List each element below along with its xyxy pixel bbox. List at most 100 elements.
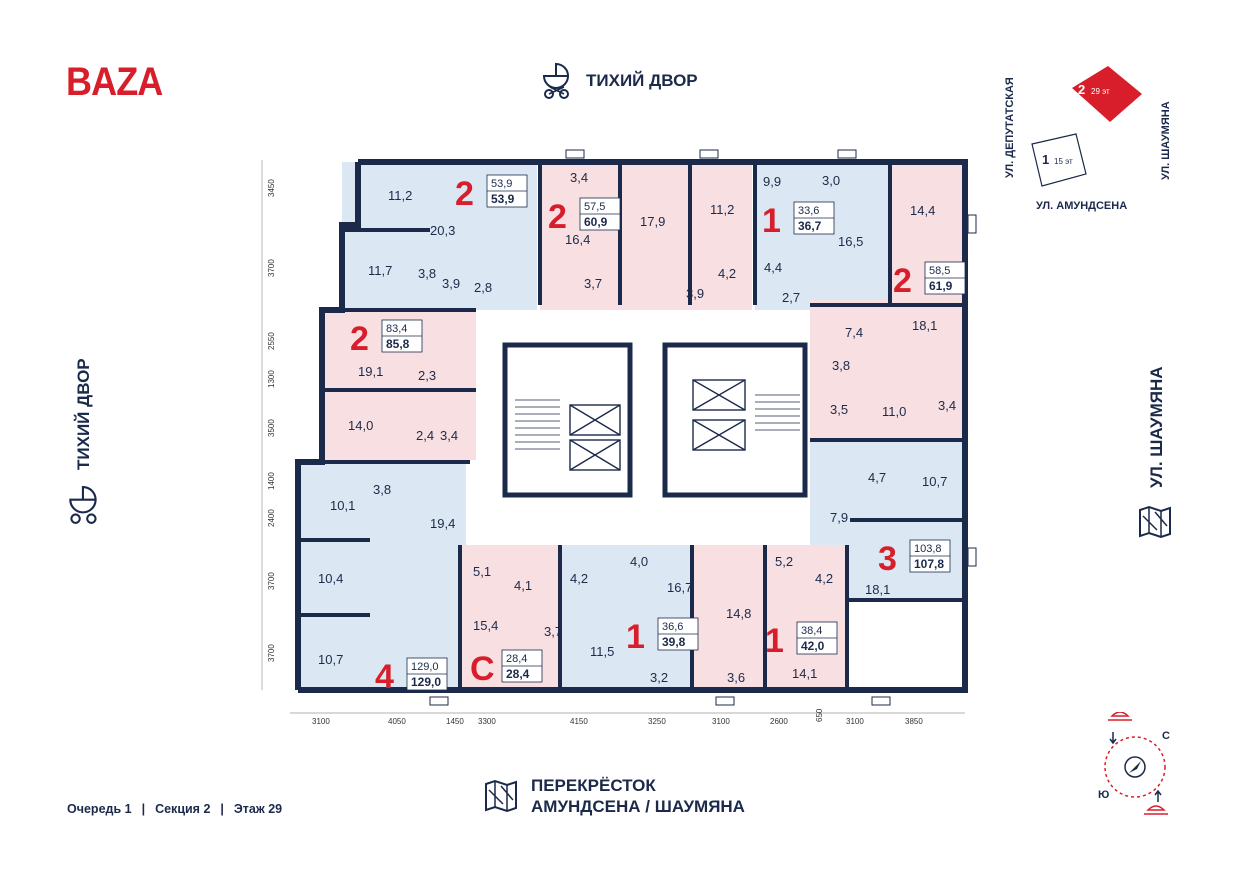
separator: | [141,802,146,816]
room-area: 3,5 [830,402,848,417]
apartment-living-area: 58,5 [929,265,950,277]
room-area: 10,1 [330,498,355,513]
top-orientation-label: ТИХИЙ ДВОР [540,62,698,100]
dimension-left: 2400 [267,509,276,527]
apartment-total-area: 85,8 [386,337,410,351]
apartment-living-area: 53,9 [491,178,512,190]
room-area: 3,2 [650,670,668,685]
room-area: 10,7 [922,474,947,489]
room-area: 19,1 [358,364,383,379]
bottom-orientation-label: ПЕРЕКРЁСТОК АМУНДСЕНА / ШАУМЯНА [483,775,745,817]
apartment-rooms: 2 [455,175,474,213]
room-area: 20,3 [430,223,455,238]
dimension-bottom: 2600 [770,717,788,726]
apartment-living-area: 57,5 [584,201,605,213]
blue-apartment-fills [298,162,965,690]
dimension-bottom: 3100 [846,717,864,726]
dimension-bottom: 3850 [905,717,923,726]
site-minimap: УЛ. ДЕПУТАТСКАЯ УЛ. ШАУМЯНА УЛ. АМУНДСЕН… [1000,60,1190,220]
room-area: 11,5 [590,644,614,659]
room-area: 3,9 [686,286,704,301]
room-area: 4,2 [815,571,833,586]
dimension-left: 1400 [267,472,276,490]
apartment-rooms: 2 [548,198,567,236]
left-orientation-label: ТИХИЙ ДВОР [66,358,116,530]
room-area: 17,9 [640,214,665,229]
room-area: 16,5 [838,234,863,249]
dimension-left: 3450 [267,179,276,197]
apartment-living-area: 83,4 [386,323,407,335]
room-area: 4,1 [514,578,532,593]
room-area: 11,2 [388,188,412,203]
compass: С Ю [1098,712,1170,815]
dimension-bottom: 1450 [446,717,464,726]
dimension-bottom: 3300 [478,717,496,726]
street-bottom: УЛ. АМУНДСЕНА [1036,200,1128,212]
apartment-living-area: 36,6 [662,621,683,633]
room-area: 7,4 [845,325,863,340]
room-area: 3,9 [442,276,460,291]
room-area: 11,0 [882,404,906,419]
room-area: 4,7 [868,470,886,485]
apartment-total-area: 28,4 [506,667,530,681]
room-area: 19,4 [430,516,455,531]
room-area: 10,4 [318,571,343,586]
room-area: 2,8 [474,280,492,295]
walls [295,159,968,693]
room-area: 3,4 [440,428,458,443]
separator: | [220,802,224,816]
stroller-icon [542,62,570,99]
dimension-bottom: 3100 [712,717,730,726]
room-area: 3,8 [418,266,436,281]
block1-floors: 15 эт [1054,157,1073,166]
bottom-label-line2: АМУНДСЕНА / ШАУМЯНА [531,797,745,816]
room-area: 4,0 [630,554,648,569]
apartment-rooms: С [470,650,495,688]
baza-logo: BAZA [66,60,163,104]
apartment-badge[interactable]: 2 83,4 85,8 [350,319,423,358]
room-area: 3,7 [544,624,562,639]
apartment-living-area: 129,0 [411,661,439,673]
apartment-total-area: 39,8 [662,635,686,649]
floor-label: Этаж 29 [233,802,283,816]
map-icon [1139,505,1171,539]
apartment-badge[interactable]: 2 57,5 60,9 [548,197,621,236]
apartment-total-area: 60,9 [584,215,608,229]
apartment-total-area: 61,9 [929,279,953,293]
room-area: 2,4 [416,428,434,443]
dimension-bottom: 4150 [570,717,588,726]
apartment-rooms: 3 [878,540,897,578]
map-icon [485,779,517,813]
room-area: 4,2 [718,266,736,281]
apartment-total-area: 42,0 [801,639,825,653]
apartment-rooms: 4 [375,658,394,696]
room-area: 14,4 [910,203,935,218]
dimension-left: 1300 [267,370,276,388]
room-area: 4,4 [764,260,782,275]
sunrise-icon [1108,712,1132,721]
stroller-icon [69,486,97,524]
room-area: 11,2 [710,202,734,217]
apartment-living-area: 38,4 [801,625,822,637]
room-area: 2,3 [418,368,436,383]
dimension-left: 3500 [267,419,276,437]
room-area: 3,0 [822,173,840,188]
apartment-badge[interactable]: 2 53,9 53,9 [455,174,528,213]
room-area: 3,7 [584,276,602,291]
apartment-rooms: 2 [350,320,369,358]
room-area: 3,8 [832,358,850,373]
compass-south: Ю [1098,789,1109,801]
dimension-bottom: 3250 [648,717,666,726]
right-orientation-label: УЛ. ШАУМЯНА [1135,360,1185,540]
room-area: 16,7 [667,580,692,595]
dimension-left: 3700 [267,644,276,662]
dimension-left: 3700 [267,259,276,277]
apartment-total-area: 53,9 [491,192,515,206]
